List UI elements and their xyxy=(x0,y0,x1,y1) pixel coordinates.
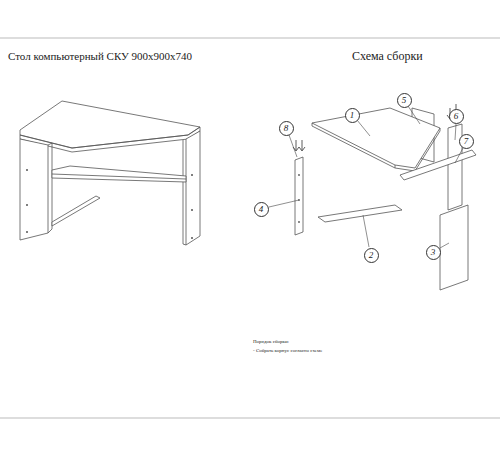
callout-circle: 2 xyxy=(364,248,379,263)
lower-shelf xyxy=(318,205,402,222)
callout-number: 6 xyxy=(454,112,459,121)
exploded-drawing xyxy=(269,104,476,290)
side-panel xyxy=(295,157,303,235)
callout-circle: 6 xyxy=(449,109,464,124)
callout-number: 3 xyxy=(431,248,436,257)
side-panel xyxy=(440,205,468,290)
callout-circle: 3 xyxy=(426,245,441,260)
callout-number: 7 xyxy=(464,137,469,146)
callout-number: 8 xyxy=(284,124,289,133)
section-heading: Схема сборки xyxy=(352,50,423,63)
frame-line xyxy=(0,38,500,39)
callout-number: 5 xyxy=(402,96,407,105)
callout-circle: 7 xyxy=(459,134,474,149)
callout-circle: 4 xyxy=(254,202,269,217)
callout-number: 1 xyxy=(350,111,355,120)
callout-number: 2 xyxy=(369,251,374,260)
table-top xyxy=(312,108,440,168)
callout-circle: 5 xyxy=(397,93,412,108)
callout-circle: 8 xyxy=(279,121,294,136)
drawing-title: Стол компьютерный СКУ 900х900х740 xyxy=(8,50,192,62)
callout-circle: 1 xyxy=(345,108,360,123)
frame-line xyxy=(0,418,500,419)
note-text: - Собрать корпус согласно схеме xyxy=(253,348,322,354)
shelf xyxy=(400,150,476,180)
note-text: Порядок сборки: xyxy=(253,339,289,345)
desk-drawing xyxy=(20,101,200,245)
callout-number: 4 xyxy=(259,205,264,214)
